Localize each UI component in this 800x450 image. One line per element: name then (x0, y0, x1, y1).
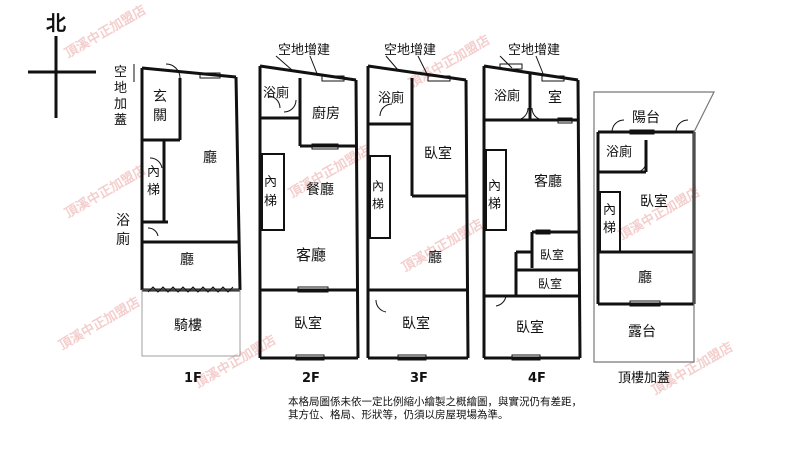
floor-4f-details (495, 55, 573, 361)
svg-text:蓋: 蓋 (114, 113, 127, 128)
watermark-9: 頂溪中正加盟店 (649, 339, 736, 398)
room-4f-bedroom-small1: 臥室 (540, 247, 564, 262)
room-1f-hall-top: 廳 (203, 149, 217, 166)
room-1f-stairs-1: 內 (147, 165, 160, 180)
room-2f-stairs-2: 梯 (264, 194, 277, 209)
watermark-2: 頂溪中正加盟店 (406, 32, 493, 91)
room-3f-stairs-2: 梯 (372, 197, 384, 211)
floor-1f-side-label-top: 空 地 加 蓋 (114, 65, 127, 128)
room-2f-dining: 餐廳 (306, 181, 334, 198)
room-3f-bedroom-bottom: 臥室 (402, 315, 430, 332)
room-1f-stairs-2: 梯 (147, 183, 160, 198)
floor-3f-details (375, 55, 451, 361)
floor-3f-annex-label: 空地增建 (384, 43, 436, 58)
floor-3f-name: 3F (410, 371, 428, 386)
floor-4f-annex-label: 空地增建 (508, 43, 560, 58)
room-3f-stairs-1: 內 (372, 179, 384, 193)
room-1f-entrance-2: 關 (153, 108, 167, 124)
floor-roof-name: 頂樓加蓋 (618, 371, 670, 386)
room-roof-bath: 浴廁 (606, 144, 632, 160)
room-1f-arcade: 騎樓 (174, 318, 202, 334)
room-4f-room: 室 (548, 89, 562, 106)
floor-2f-name: 2F (302, 371, 320, 386)
room-roof-balcony: 陽台 (632, 110, 660, 126)
disclaimer-note: 本格局圖係未依一定比例縮小繪製之概繪圖，與實況仍有差距，其方位、格局、形狀等，仍… (288, 396, 582, 421)
room-roof-terrace: 露台 (628, 324, 656, 340)
floor-roof-details (593, 91, 715, 363)
room-3f-hall: 廳 (428, 249, 442, 266)
room-4f-stairs-1: 內 (488, 179, 501, 194)
room-1f-entrance-1: 玄 (153, 88, 167, 105)
watermark-6: 頂溪中正加盟店 (399, 216, 486, 275)
room-3f-bath: 浴廁 (378, 90, 404, 106)
floor-4f-name: 4F (528, 371, 546, 386)
floor-3f-plan (366, 64, 470, 360)
floor-2f-details (267, 55, 345, 361)
watermark-4: 頂溪中正加盟店 (62, 162, 149, 221)
svg-text:廁: 廁 (116, 231, 130, 248)
floor-2f-annex-label: 空地增建 (278, 43, 330, 58)
room-4f-living: 客廳 (534, 173, 562, 190)
floor-4f-plan (482, 64, 582, 360)
room-4f-bath: 浴廁 (494, 88, 520, 104)
room-2f-living: 客廳 (296, 246, 326, 264)
svg-text:浴: 浴 (116, 213, 130, 229)
floor-2f-plan (258, 64, 360, 360)
room-roof-stairs-2: 梯 (603, 221, 616, 236)
floor-1f-side-label-bottom: 浴 廁 (116, 213, 130, 248)
floor-1f-name: 1F (184, 371, 202, 386)
room-1f-hall-bottom: 廳 (180, 251, 194, 268)
room-2f-stairs-1: 內 (264, 175, 277, 190)
room-4f-stairs-2: 梯 (488, 197, 501, 212)
watermark-5: 頂溪中正加盟店 (616, 184, 703, 243)
room-2f-bath: 浴廁 (263, 85, 289, 101)
room-3f-bedroom-top: 臥室 (424, 145, 452, 162)
room-roof-hall: 廳 (638, 269, 652, 286)
compass (28, 36, 96, 118)
compass-north-label: 北 (46, 11, 66, 35)
room-2f-bedroom: 臥室 (294, 315, 322, 332)
watermark-7: 頂溪中正加盟店 (56, 294, 143, 353)
floor-1f-details (141, 63, 241, 357)
room-4f-bedroom-bottom: 臥室 (516, 319, 544, 336)
room-roof-bedroom: 臥室 (640, 193, 668, 210)
svg-text:加: 加 (114, 97, 127, 112)
room-2f-kitchen: 廚房 (312, 105, 340, 122)
watermark-1: 頂溪中正加盟店 (62, 2, 149, 61)
watermark-8: 頂溪中正加盟店 (192, 332, 279, 391)
room-roof-stairs-1: 內 (603, 203, 616, 218)
room-4f-bedroom-small2: 臥室 (538, 276, 562, 291)
svg-text:空: 空 (114, 65, 127, 80)
svg-text:地: 地 (114, 81, 127, 96)
